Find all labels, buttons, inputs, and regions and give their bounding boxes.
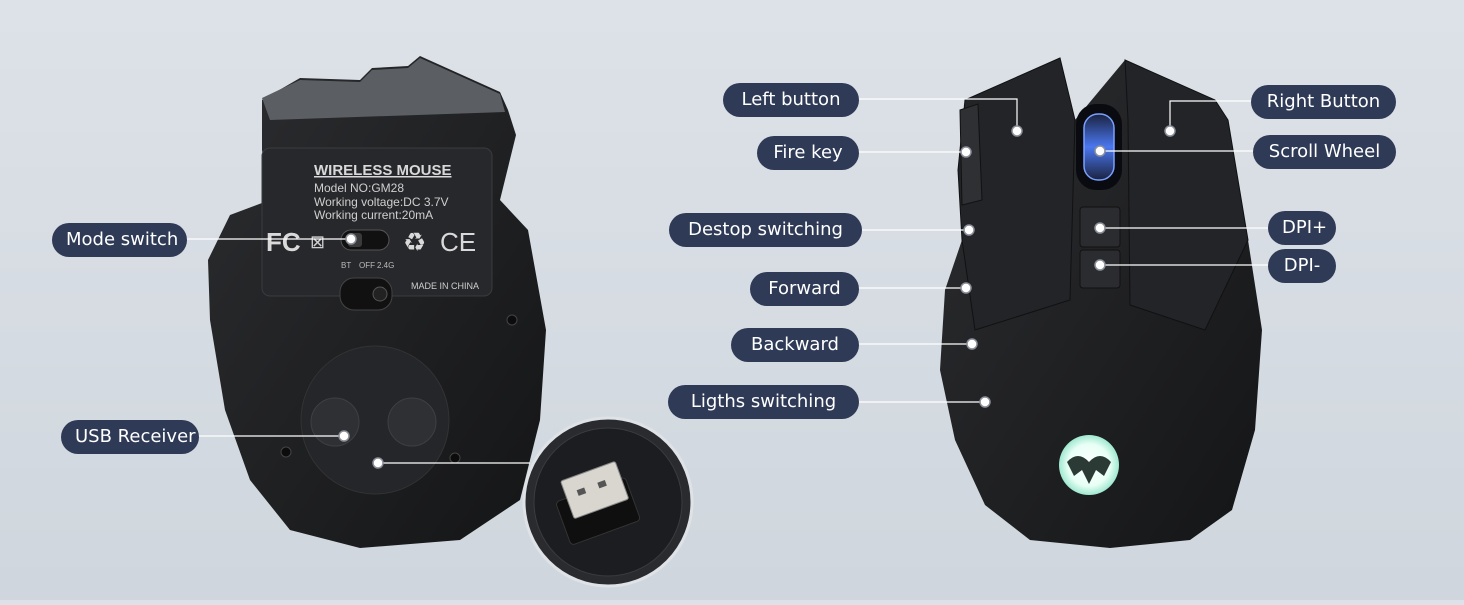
label-current: Working current:20mA: [314, 208, 433, 222]
callout-backward: Backward: [731, 328, 859, 362]
callout-dpi-minus: DPI-: [1268, 249, 1336, 283]
callout-lights-switching: Ligths switching: [668, 385, 859, 419]
ce-mark: CE: [440, 227, 476, 257]
callout-forward: Forward: [750, 272, 859, 306]
callout-dpi-plus: DPI+: [1268, 211, 1336, 245]
switch-pos-off: OFF: [359, 261, 375, 270]
mouse-rear-grip: [262, 58, 505, 120]
sensor-lens-icon: [372, 286, 388, 302]
label-voltage: Working voltage:DC 3.7V: [314, 195, 449, 209]
fcc-mark: FC: [266, 227, 301, 257]
switch-pos-24g: 2.4G: [377, 261, 394, 270]
callout-mode-switch: Mode switch: [52, 223, 187, 257]
callout-usb-receiver: USB Receiver: [61, 420, 199, 454]
callout-leaders: [186, 98, 1268, 469]
screw-icon: [449, 452, 461, 464]
usb-receiver-closeup: [522, 416, 694, 588]
compartment-slot-left: [310, 397, 360, 447]
left-button-panel: [957, 57, 1076, 331]
optical-sensor: [339, 277, 393, 311]
weee-bin-icon: ⊠: [310, 232, 325, 252]
screw-icon: [280, 446, 292, 458]
label-origin: MADE IN CHINA: [411, 281, 479, 291]
bat-logo-shape: [1067, 456, 1111, 484]
label-model: Model NO:GM28: [314, 181, 404, 195]
callout-right-button: Right Button: [1251, 85, 1396, 119]
callout-scroll-wheel: Scroll Wheel: [1253, 135, 1396, 169]
receiver-compartment: [300, 345, 450, 495]
usb-plug: [560, 461, 629, 519]
compartment-slot-right: [387, 397, 437, 447]
callout-fire-key: Fire key: [757, 136, 859, 170]
recycle-icon: ♻: [403, 227, 426, 257]
mouse-bottom-view: WIRELESS MOUSE Model NO:GM28 Working vol…: [208, 56, 546, 548]
label-title: WIRELESS MOUSE: [314, 162, 452, 179]
callout-desktop-switching: Destop switching: [669, 213, 862, 247]
callout-left-button: Left button: [723, 83, 859, 117]
switch-pos-bt: BT: [341, 261, 351, 270]
screw-icon: [506, 314, 518, 326]
mouse-top-view: [940, 57, 1262, 548]
